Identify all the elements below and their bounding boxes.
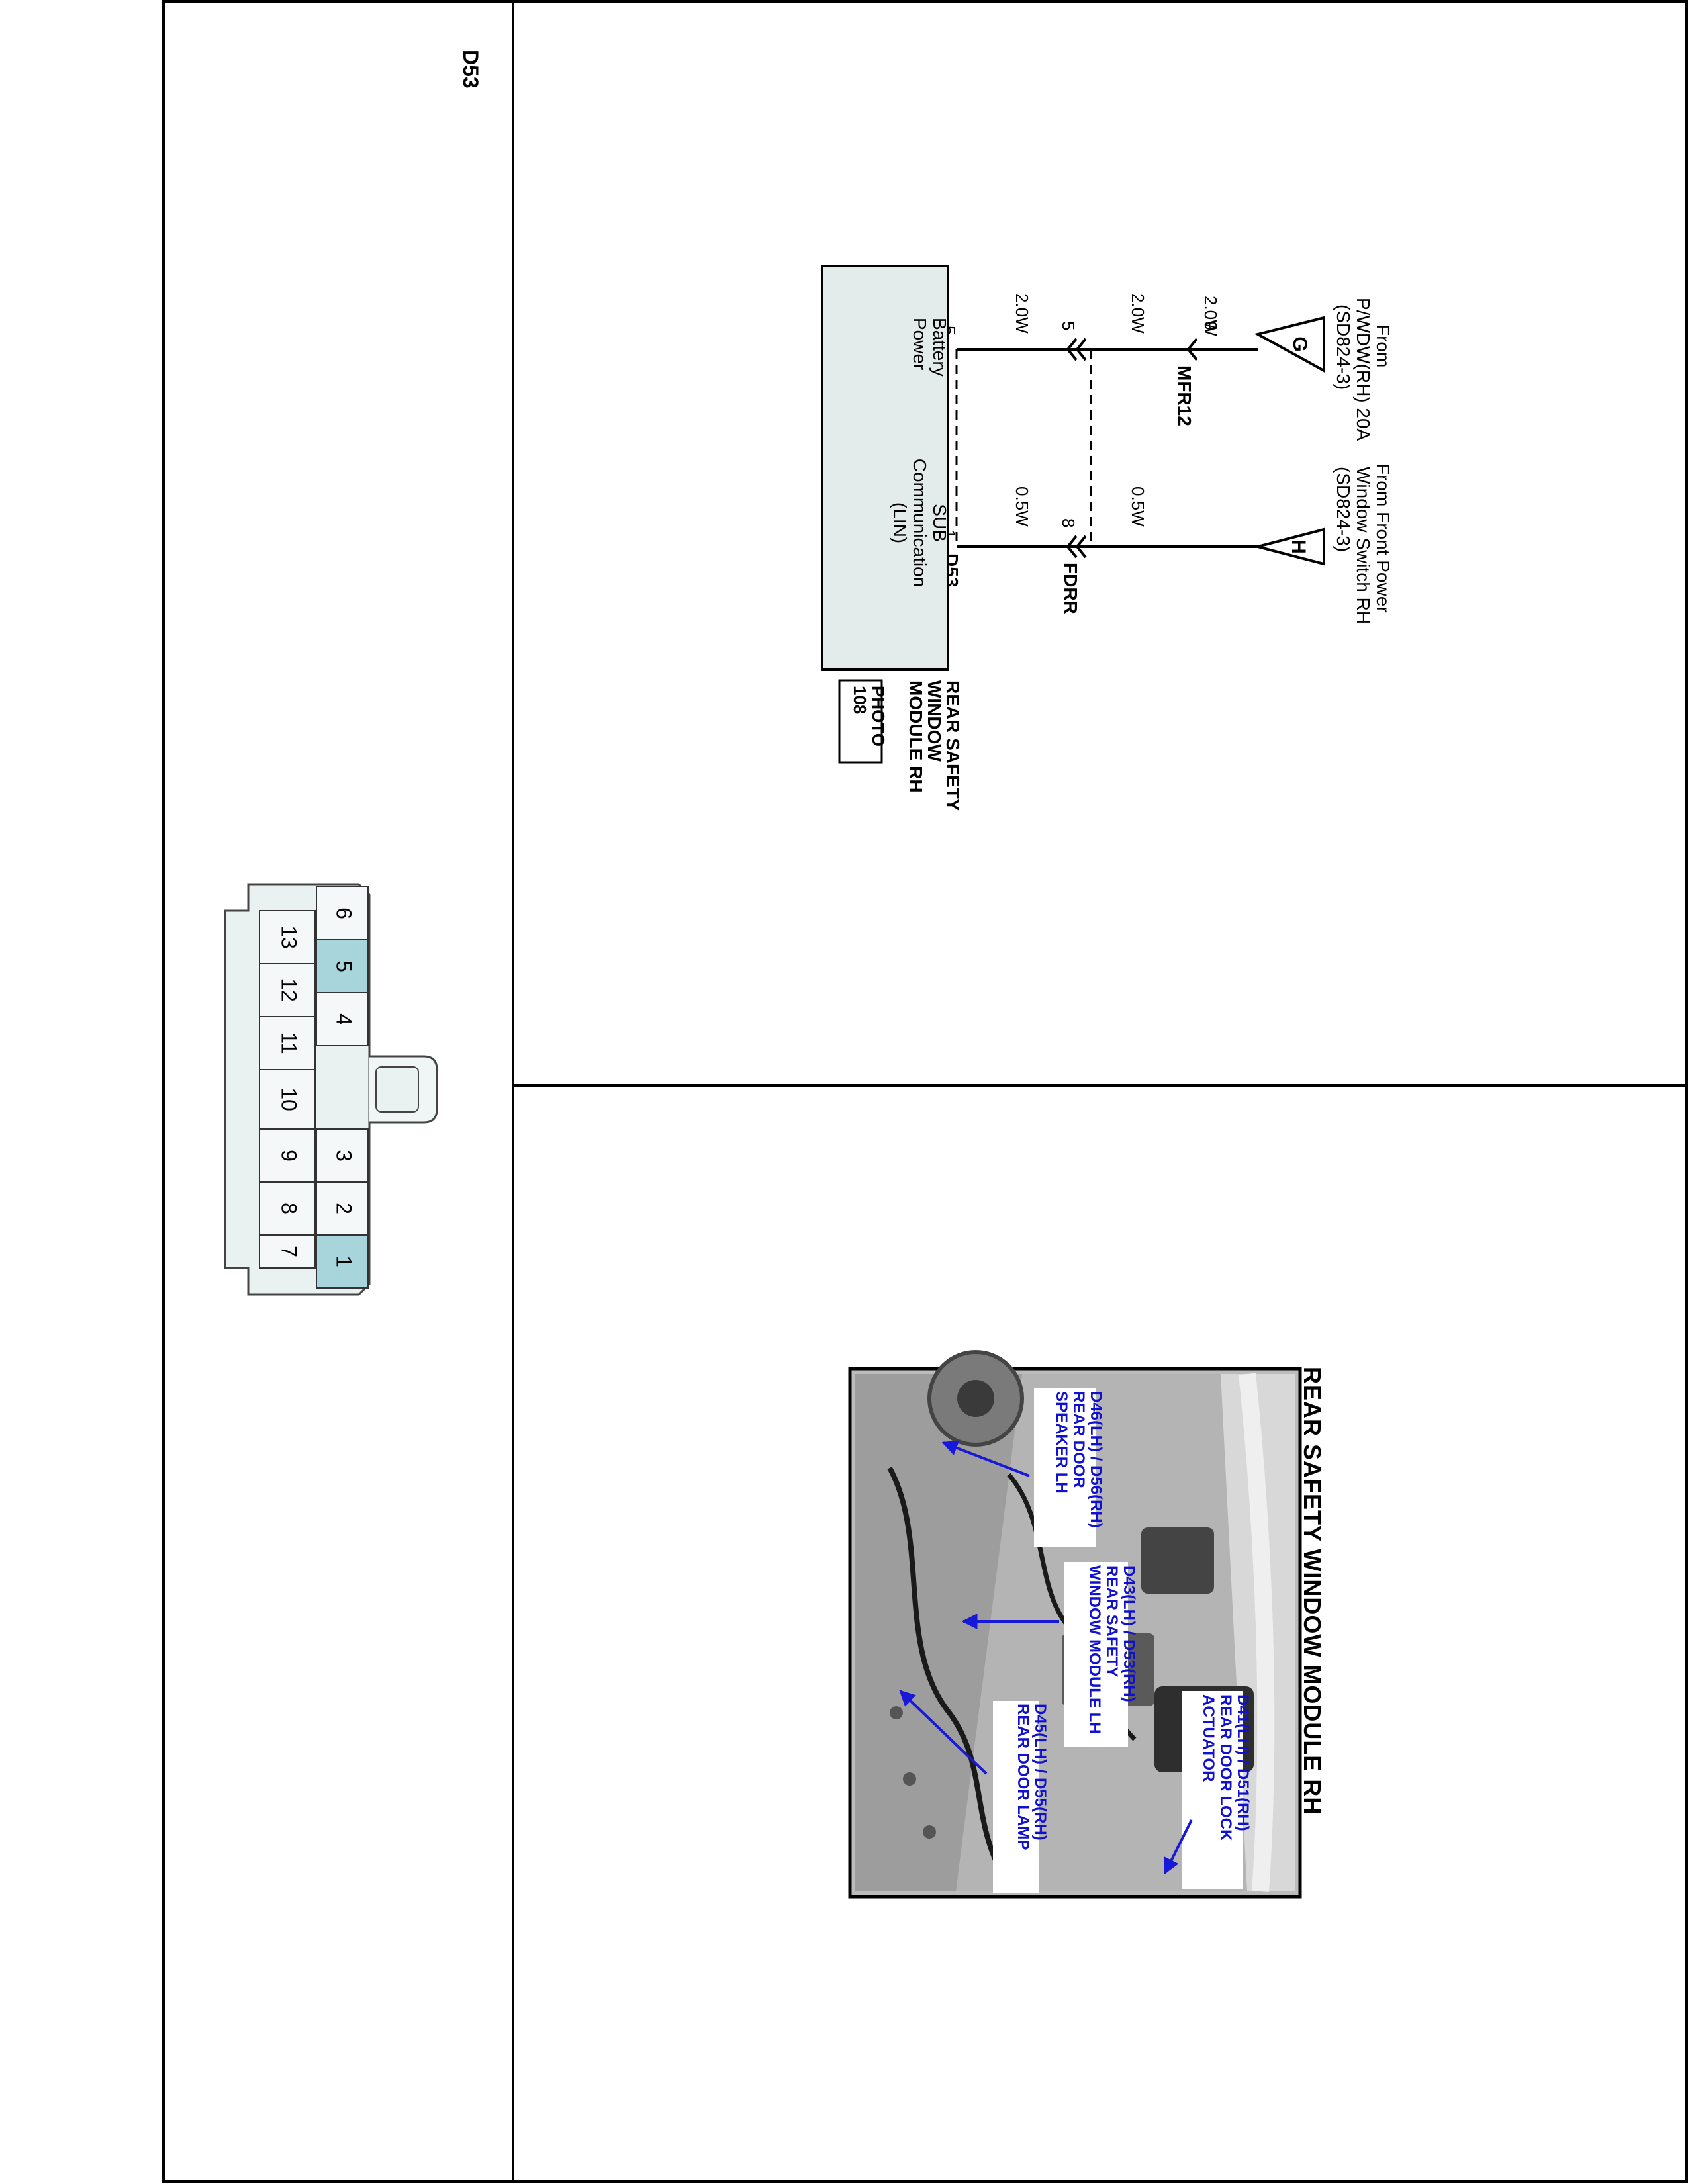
photo-ref: PHOTO 108 [850, 686, 888, 747]
wire1-pin-mfr: 9 [1201, 321, 1221, 330]
source-h-text: From Front Power Window Switch RH (SD824… [1333, 463, 1393, 624]
pin-label: 13 [277, 925, 301, 949]
pin-label: 9 [277, 1150, 301, 1161]
connector-fdrr: FDRR [1060, 563, 1081, 614]
pin5-terminal-b [1075, 338, 1087, 361]
photo-title: REAR SAFETY WINDOW MODULE RH [1299, 1367, 1326, 1815]
photo-ref-box [838, 679, 883, 764]
callout-bg-1 [1182, 1691, 1243, 1889]
module-name-line-2: WINDOW [924, 680, 945, 762]
pin-cell [259, 1069, 316, 1130]
pin-cell [259, 963, 316, 1017]
source-g-line-1: From [1373, 324, 1393, 367]
pin-label: 2 [332, 1203, 356, 1214]
fdrr-terminal [1075, 535, 1087, 559]
callout-2-line-1: D43(LH) / D53(RH) [1120, 1565, 1138, 1702]
callout-1-line-2: REAR DOOR LOCK [1217, 1694, 1235, 1841]
module-name-line-1: REAR SAFETY [943, 680, 963, 811]
page-frame [162, 0, 1688, 2183]
module-pin5-label-1: Battery [929, 318, 950, 377]
photo-ref-number: 108 [850, 686, 870, 714]
callout-1-arrow [1164, 1819, 1193, 1875]
callout-2: D43(LH) / D53(RH) REAR SAFETY WINDOW MOD… [1086, 1565, 1138, 1734]
wire1-gauge-lower: 2.0W [1012, 293, 1032, 334]
callout-bg-4 [1034, 1388, 1096, 1547]
pin-label: 4 [332, 1013, 356, 1025]
connector-latch-inner [375, 1066, 419, 1113]
source-g-letter: G [1289, 336, 1311, 351]
callout-2-line-3: WINDOW MODULE LH [1086, 1565, 1103, 1734]
wire2-gauge-upper: 0.5W [1128, 486, 1148, 527]
wire1-pin-b: 5 [1058, 321, 1078, 330]
module-pin5-label-2: Power [910, 318, 930, 370]
pin-label: 8 [277, 1203, 301, 1214]
connector-face: 6 5 4 3 2 1 13 12 11 10 9 8 7 [224, 883, 438, 1296]
callout-2-line-2: REAR SAFETY [1103, 1565, 1121, 1677]
callout-4-line-2: REAR DOOR [1070, 1391, 1088, 1488]
pin-label: 7 [277, 1246, 301, 1257]
pin-cell [259, 1181, 316, 1236]
callout-3-line-2: REAR DOOR LAMP [1014, 1704, 1032, 1850]
pin-label: 1 [332, 1255, 356, 1267]
source-g-text: From P/WDW(RH) 20A (SD824-3) [1333, 298, 1393, 441]
pin-cell [259, 1016, 316, 1070]
callout-4: D46(LH) / D56(RH) REAR DOOR SPEAKER LH [1053, 1391, 1105, 1528]
callout-1-line-3: ACTUATOR [1199, 1694, 1217, 1782]
callout-1-line-1: D41(LH) / D51(RH) [1234, 1694, 1252, 1831]
photo-callouts: D41(LH) / D51(RH) REAR DOOR LOCK ACTUATO… [899, 1388, 1252, 1893]
pin-cell [316, 1234, 369, 1289]
source-g-line-2: P/WDW(RH) 20A [1353, 298, 1374, 441]
callout-3-arrow [899, 1690, 988, 1775]
callout-1: D41(LH) / D51(RH) REAR DOOR LOCK ACTUATO… [1199, 1694, 1252, 1841]
callout-bg-3 [993, 1701, 1039, 1893]
photo-ref-label: PHOTO [868, 686, 888, 747]
pin-cell [259, 1234, 316, 1269]
callout-3-line-1: D45(LH) / D55(RH) [1031, 1704, 1049, 1841]
source-g-line-3: (SD824-3) [1333, 304, 1354, 390]
connector-header-id: D53 [459, 50, 483, 89]
pin-label: 6 [332, 907, 356, 919]
callout-4-arrow [941, 1440, 1030, 1477]
module-pin1-label-2: Communication [910, 459, 930, 588]
photo-panel-title: REAR SAFETY WINDOW MODULE RH [1299, 1367, 1326, 1815]
callout-bg-2 [1064, 1562, 1128, 1747]
connector-mfr12: MFR12 [1174, 365, 1195, 426]
wire2-pin-fdrr: 8 [1058, 518, 1078, 527]
callout-3: D45(LH) / D55(RH) REAR DOOR LAMP [1014, 1704, 1049, 1850]
circuit-diagram: G From P/WDW(RH) 20A (SD824-3) H From Fr… [821, 265, 1393, 811]
callout-4-line-3: SPEAKER LH [1053, 1391, 1070, 1494]
pin-label: 10 [277, 1087, 301, 1111]
module-box [821, 265, 949, 671]
module-name-line-3: MODULE RH [906, 680, 926, 793]
pin-label: 5 [332, 960, 356, 972]
wire1-gauge-upper: 2.0W [1201, 296, 1221, 336]
module-pin1-label-1: SUB [929, 504, 950, 542]
fdrr-terminal-b [1066, 535, 1078, 559]
connector-header: D53 [459, 50, 483, 89]
module-pin1-label: SUB Communication (LIN) [890, 459, 950, 588]
mfr12-terminal [1186, 338, 1198, 361]
pin-cell [316, 992, 369, 1046]
pin-cell [316, 1128, 369, 1183]
source-g-badge [1254, 316, 1325, 373]
wire1-gauge-mid: 2.0W [1128, 293, 1148, 334]
source-h-line-2: Window Switch RH [1353, 467, 1374, 624]
pin-label: 3 [332, 1150, 356, 1161]
pin-label: 11 [277, 1032, 301, 1054]
module-name: REAR SAFETY WINDOW MODULE RH [906, 680, 963, 811]
source-h-letter: H [1288, 539, 1309, 554]
pin5-terminal-a [1066, 338, 1078, 361]
pin-cell [316, 939, 369, 993]
source-h-badge [1252, 527, 1325, 566]
callout-4-line-1: D46(LH) / D56(RH) [1087, 1391, 1105, 1528]
source-h-line-1: From Front Power [1373, 463, 1393, 613]
source-h-line-3: (SD824-3) [1333, 467, 1354, 552]
wire2-gauge-mid: 0.5W [1012, 486, 1032, 527]
module-pin1-label-3: (LIN) [890, 502, 910, 543]
module-pin5-label: Battery Power [910, 318, 950, 377]
pin-label: 12 [277, 978, 301, 1002]
